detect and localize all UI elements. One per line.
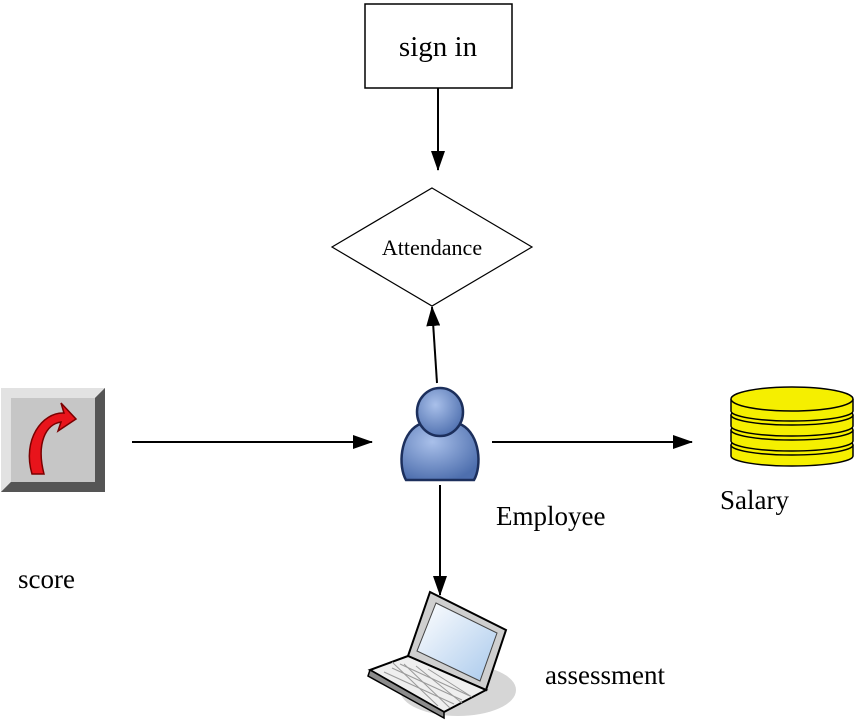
- sign-in-box: [364, 3, 513, 89]
- employee-label: Employee: [496, 501, 605, 531]
- assessment-label: assessment: [545, 660, 665, 690]
- edges: [132, 88, 693, 596]
- curved-arrow-icon: [1, 388, 105, 492]
- attendance-diamond: [330, 187, 534, 307]
- coin-stack-icon: [730, 386, 854, 467]
- sign-in-label: sign in: [399, 31, 478, 63]
- attendance-label: Attendance: [382, 235, 482, 260]
- edge-employee-to-attendance: [426, 306, 441, 384]
- sign-in-node: sign in: [364, 3, 513, 89]
- salary-label: Salary: [720, 485, 789, 515]
- person-icon: [400, 386, 480, 482]
- laptop-icon: [367, 590, 516, 720]
- score-label: score: [18, 564, 75, 594]
- attendance-node: Attendance: [330, 187, 534, 307]
